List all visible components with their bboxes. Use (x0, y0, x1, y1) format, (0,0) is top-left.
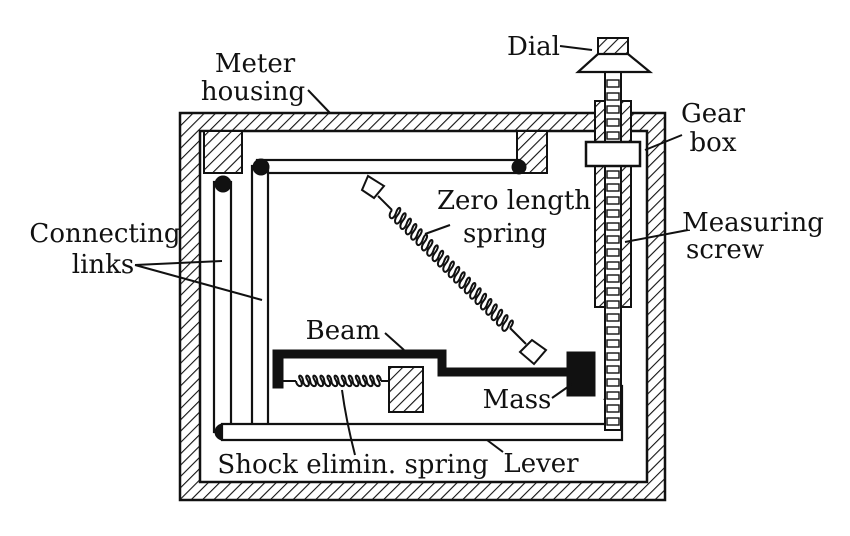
pivot-joint (214, 175, 232, 193)
label-dial: Dial (507, 32, 560, 62)
screw-thread (606, 183, 620, 192)
top-support-blocks (203, 130, 548, 174)
screw-thread (606, 378, 620, 387)
screw-thread (606, 235, 620, 244)
screw-thread (606, 209, 620, 218)
label-zero-length-spring: Zero length (437, 186, 591, 216)
screw-thread (606, 326, 620, 335)
label-zero-length-spring: spring (463, 219, 547, 249)
screw-thread (606, 222, 620, 231)
label-beam: Beam (306, 316, 381, 346)
label-meter-housing: housing (201, 77, 305, 107)
labels: Dial Meter housing Gear box Zero length … (29, 32, 823, 480)
label-meter-housing: Meter (215, 49, 296, 79)
label-connecting-links: Connecting (29, 219, 180, 249)
screw-thread (606, 105, 620, 114)
label-gear-box: box (690, 128, 737, 158)
label-measuring-screw: Measuring (682, 208, 824, 238)
screw-thread (606, 365, 620, 374)
screw-thread (606, 118, 620, 127)
label-lever: Lever (503, 449, 579, 479)
screw-thread (606, 287, 620, 296)
screw-thread (606, 313, 620, 322)
screw-thread (606, 170, 620, 179)
label-connecting-links: links (72, 250, 134, 280)
screw-thread (606, 417, 620, 426)
screw-thread (606, 352, 620, 361)
beam (272, 349, 581, 389)
label-measuring-screw: screw (686, 235, 764, 265)
screw-thread (606, 131, 620, 140)
screw-thread (606, 404, 620, 413)
screw-thread (606, 391, 620, 400)
pivot-joint (252, 158, 270, 176)
gear-box (584, 140, 642, 168)
screw-thread (606, 248, 620, 257)
screw-thread (606, 300, 620, 309)
meter-housing (178, 111, 667, 502)
label-mass: Mass (483, 385, 552, 415)
dial (575, 37, 654, 74)
screw-thread (606, 274, 620, 283)
screw-thread (606, 261, 620, 270)
screw-thread (606, 339, 620, 348)
screw-thread (606, 79, 620, 88)
zero-length-spring (360, 174, 548, 366)
measuring-screw (594, 69, 632, 431)
mass (566, 351, 596, 397)
screw-thread (606, 196, 620, 205)
pivot-joint (511, 159, 527, 175)
shock-elimination-spring (283, 366, 424, 413)
label-shock-elimination-spring: Shock elimin. spring (217, 450, 488, 480)
screw-thread (606, 92, 620, 101)
top-link-bar (255, 158, 522, 175)
label-gear-box: Gear (681, 99, 746, 129)
